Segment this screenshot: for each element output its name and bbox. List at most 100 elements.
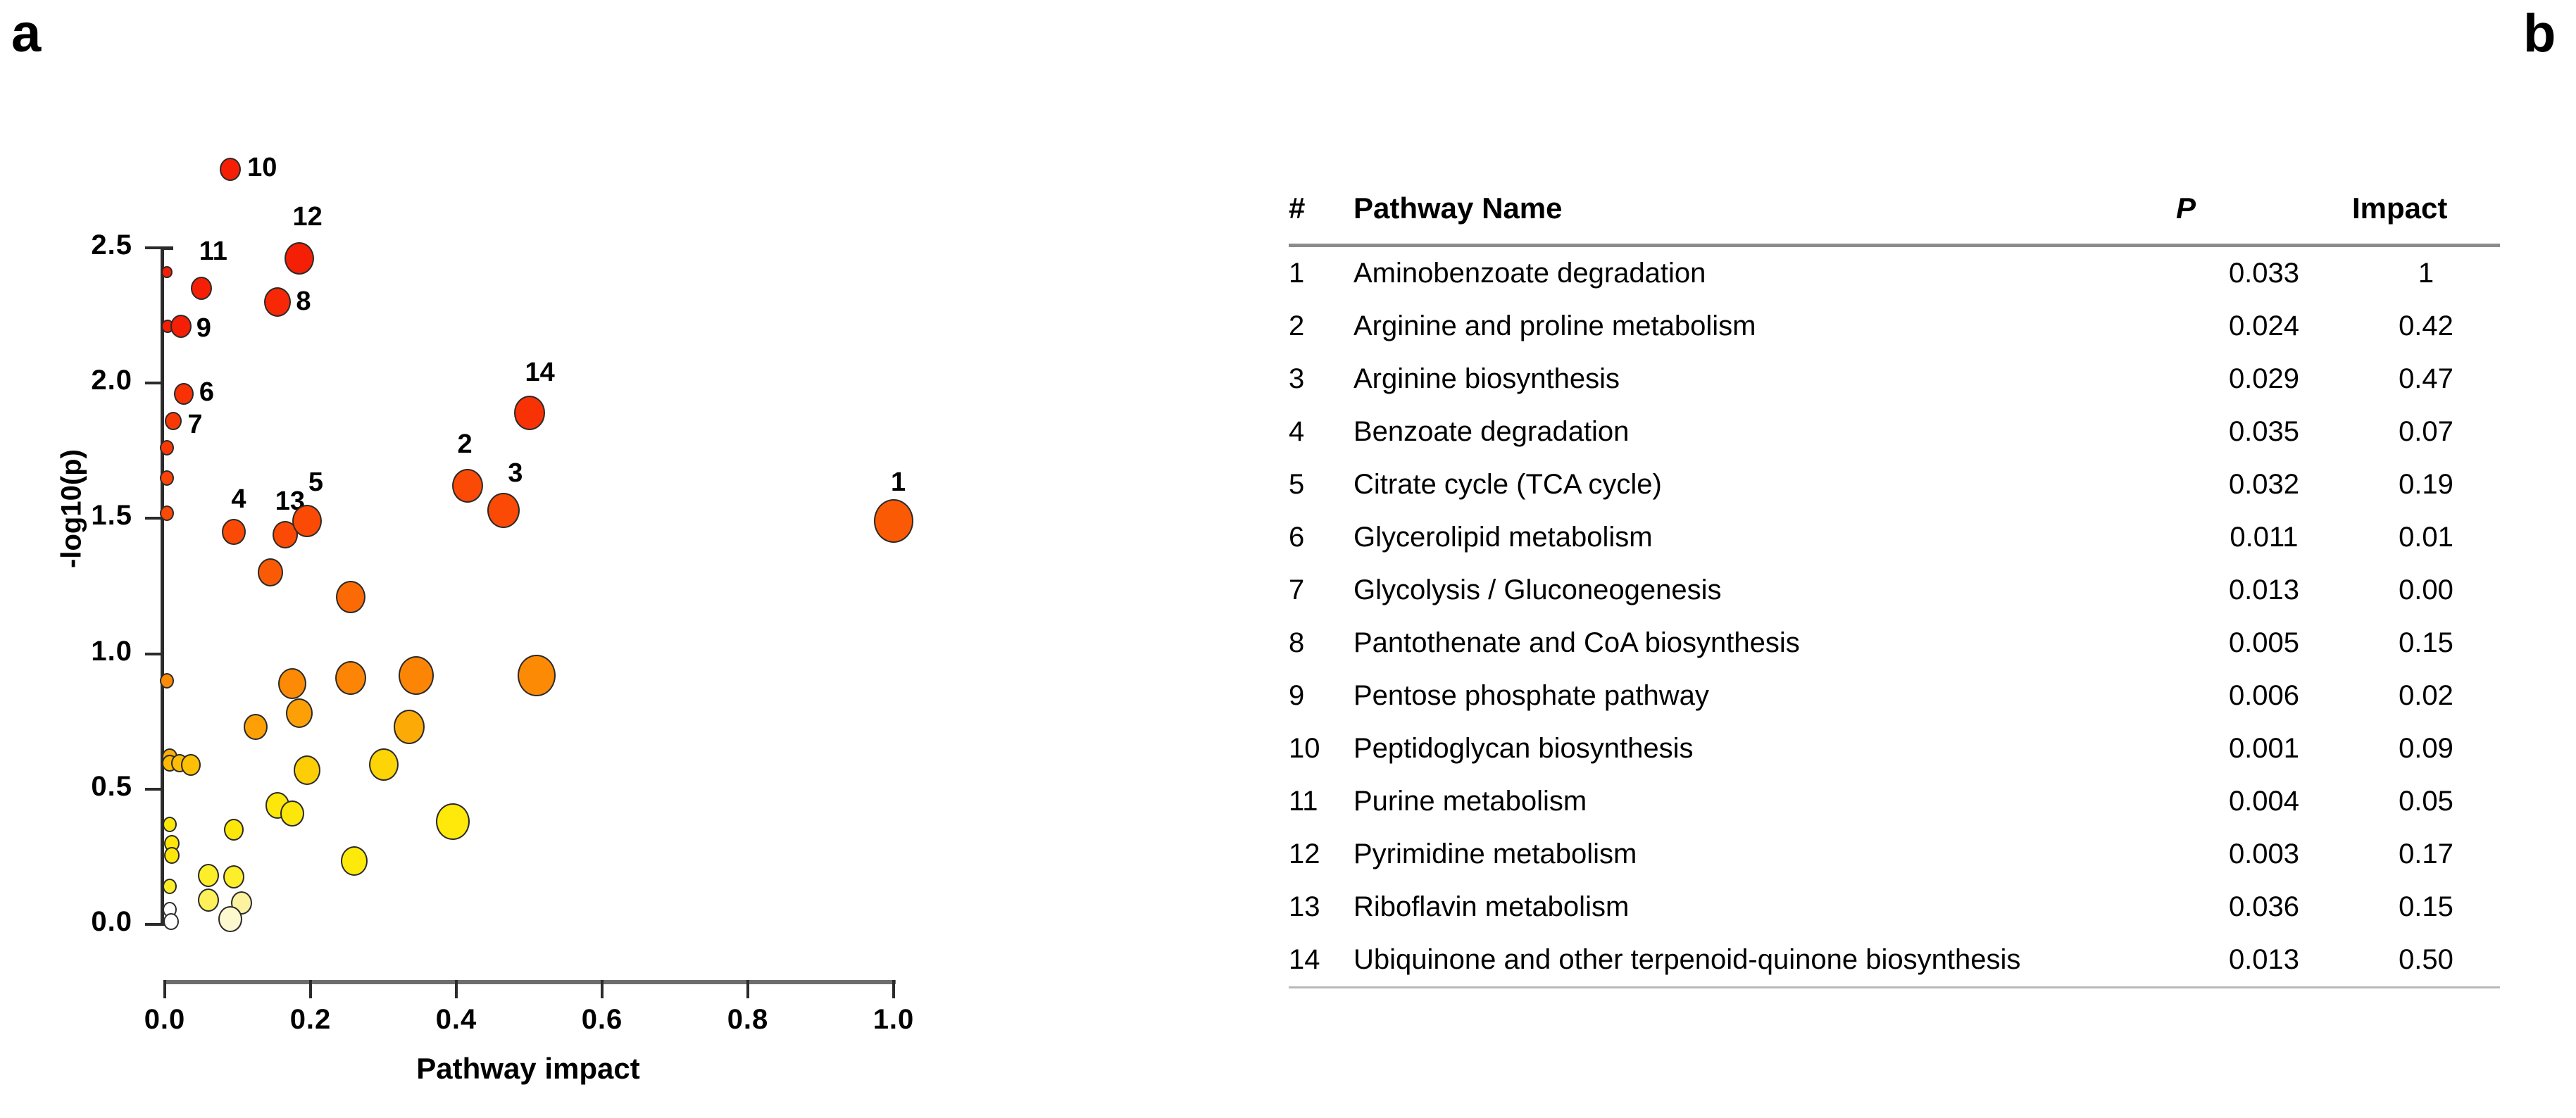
cell-p-value: 0.036 xyxy=(2228,891,2300,922)
scatter-point-label-2: 2 xyxy=(457,429,473,460)
scatter-point-10 xyxy=(220,158,242,182)
cell-p-value: 0.013 xyxy=(2228,574,2300,605)
scatter-point xyxy=(244,713,268,741)
scatter-point-11 xyxy=(190,277,212,301)
x-tick-mark xyxy=(601,980,604,998)
scatter-point-label-3: 3 xyxy=(508,458,523,488)
x-tick-mark xyxy=(309,980,312,998)
cell-number: 5 xyxy=(1289,469,1305,500)
scatter-point xyxy=(163,879,177,895)
scatter-point-8 xyxy=(264,287,292,317)
cell-pathway-name: Ubiquinone and other terpenoid-quinone b… xyxy=(1353,944,2021,975)
cell-number: 11 xyxy=(1289,786,1318,817)
cell-pathway-name: Pentose phosphate pathway xyxy=(1353,680,1709,711)
table-row: 7 Glycolysis / Gluconeogenesis 0.013 0.00 xyxy=(1289,564,2500,617)
scatter-point-label-6: 6 xyxy=(199,377,215,407)
panel-b-label: b xyxy=(2523,4,2556,63)
table-header-row: # Pathway Name P Impact xyxy=(1289,191,2500,246)
y-tick-label: 1.5 xyxy=(91,500,132,532)
scatter-point xyxy=(399,655,434,695)
cell-p-value: 0.035 xyxy=(2228,416,2300,447)
scatter-point xyxy=(224,819,244,841)
y-axis-line xyxy=(161,246,164,926)
cell-number: 12 xyxy=(1289,838,1320,869)
x-tick-label: 0.2 xyxy=(289,1004,332,1035)
scatter-point xyxy=(393,710,425,744)
cell-p-value: 0.006 xyxy=(2228,680,2300,711)
y-tick-label: 2.0 xyxy=(91,365,132,396)
cell-impact: 0.47 xyxy=(2399,363,2453,394)
y-tick-label: 2.5 xyxy=(91,230,132,260)
header-impact: Impact xyxy=(2352,191,2448,225)
scatter-point-7 xyxy=(165,411,182,431)
header-p-value: P xyxy=(2176,191,2196,225)
scatter-point xyxy=(278,667,307,699)
scatter-point-label-10: 10 xyxy=(247,152,277,182)
cell-number: 7 xyxy=(1289,574,1305,605)
x-tick-label: 1.0 xyxy=(873,1004,915,1035)
scatter-point-label-7: 7 xyxy=(187,410,203,440)
scatter-point-12 xyxy=(285,242,315,275)
cell-pathway-name: Arginine and proline metabolism xyxy=(1353,310,1756,341)
y-tick-mark xyxy=(145,923,162,926)
scatter-point xyxy=(334,660,366,696)
scatter-point-2 xyxy=(451,469,483,503)
cell-p-value: 0.003 xyxy=(2228,838,2300,869)
cell-impact: 0.07 xyxy=(2399,416,2453,447)
cell-impact: 0.15 xyxy=(2399,627,2453,658)
cell-impact: 0.00 xyxy=(2399,574,2453,605)
y-tick-label: 0.0 xyxy=(91,906,132,937)
header-pathway-name: Pathway Name xyxy=(1353,191,1563,225)
y-tick-label: 0.5 xyxy=(91,770,132,802)
y-tick-mark xyxy=(145,787,162,791)
cell-impact: 0.17 xyxy=(2399,838,2453,869)
cell-pathway-name: Benzoate degradation xyxy=(1353,416,1630,447)
cell-p-value: 0.005 xyxy=(2228,627,2300,658)
y-tick-mark xyxy=(145,382,162,385)
cell-pathway-name: Arginine biosynthesis xyxy=(1353,363,1620,394)
scatter-point-3 xyxy=(487,492,520,529)
cell-p-value: 0.001 xyxy=(2228,733,2300,764)
scatter-point-6 xyxy=(173,383,194,405)
scatter-point xyxy=(517,654,556,697)
scatter-point-4 xyxy=(222,518,246,546)
cell-p-value: 0.029 xyxy=(2228,363,2300,394)
panel-a-label: a xyxy=(11,4,42,63)
scatter-point-label-5: 5 xyxy=(308,467,323,498)
cell-number: 1 xyxy=(1289,258,1305,289)
cell-impact: 0.05 xyxy=(2399,786,2453,817)
y-axis-top-cap xyxy=(161,246,173,250)
cell-pathway-name: Glycolysis / Gluconeogenesis xyxy=(1353,574,1722,605)
scatter-point-label-11: 11 xyxy=(199,236,227,266)
cell-number: 4 xyxy=(1289,416,1305,447)
x-tick-label: 0.0 xyxy=(144,1004,186,1035)
cell-number: 9 xyxy=(1289,680,1305,711)
scatter-point xyxy=(161,265,173,279)
scatter-point-label-9: 9 xyxy=(196,313,211,344)
header-number: # xyxy=(1289,191,1306,225)
scatter-point xyxy=(160,673,175,689)
scatter-point-label-14: 14 xyxy=(525,358,555,388)
cell-impact: 0.01 xyxy=(2399,522,2453,553)
cell-pathway-name: Glycerolipid metabolism xyxy=(1353,522,1653,553)
cell-pathway-name: Purine metabolism xyxy=(1353,786,1587,817)
x-tick-label: 0.8 xyxy=(727,1004,769,1035)
cell-pathway-name: Aminobenzoate degradation xyxy=(1353,258,1706,289)
cell-p-value: 0.032 xyxy=(2228,469,2300,500)
cell-pathway-name: Pantothenate and CoA biosynthesis xyxy=(1353,627,1800,658)
scatter-point xyxy=(223,865,245,889)
scatter-point xyxy=(160,505,175,521)
scatter-point xyxy=(218,905,243,932)
cell-pathway-name: Citrate cycle (TCA cycle) xyxy=(1353,469,1662,500)
scatter-point xyxy=(341,846,368,876)
scatter-point xyxy=(181,753,201,776)
pathway-table: # Pathway Name P Impact 1 Aminobenzoate d… xyxy=(1289,191,2500,988)
scatter-point xyxy=(164,846,180,865)
